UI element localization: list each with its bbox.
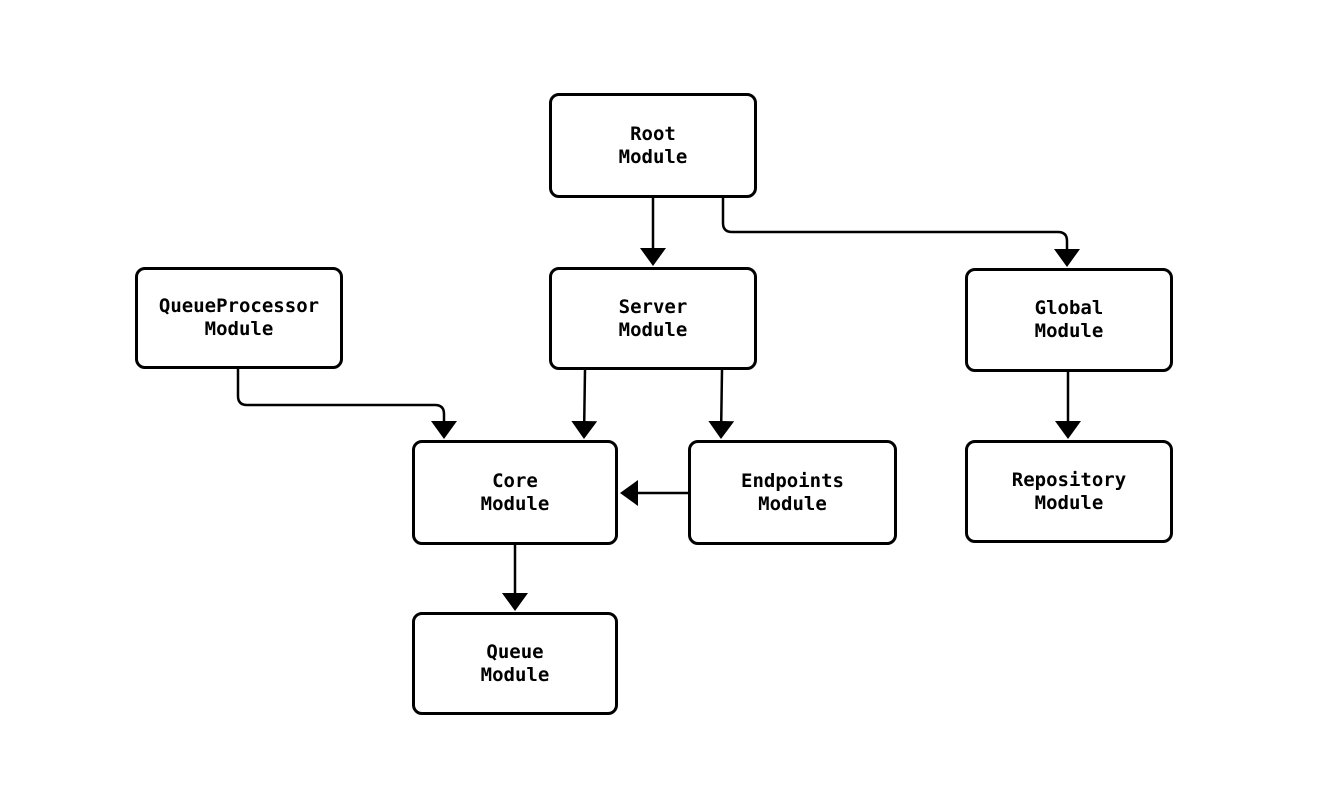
edge-queueprocessor-to-core — [236, 369, 457, 439]
edge-root-to-global — [721, 198, 1080, 267]
node-label-line: Core — [492, 469, 538, 492]
node-label-line: Module — [618, 145, 688, 168]
node-label-line: Module — [1034, 491, 1104, 514]
node-label-line: QueueProcessor — [158, 295, 320, 317]
node-label-line: Module — [204, 318, 274, 340]
edge-server-to-core — [571, 369, 598, 439]
node-label-line: Queue — [486, 640, 544, 663]
node-label-line: Server — [618, 295, 688, 318]
node-label-line: Module — [758, 492, 827, 515]
node-label-line: Module — [618, 318, 688, 341]
node-label-line: Module — [480, 492, 550, 515]
node-label-line: Module — [1034, 320, 1104, 342]
node-label-line: Global — [1034, 297, 1104, 319]
edge-server-to-endpoints — [708, 369, 735, 439]
node-label-line: Module — [480, 663, 550, 686]
node-label-line: Root — [630, 122, 676, 145]
node-label-line: Endpoints — [741, 469, 844, 492]
edge-group — [236, 198, 1081, 611]
node-label-line: Repository — [1011, 468, 1127, 491]
